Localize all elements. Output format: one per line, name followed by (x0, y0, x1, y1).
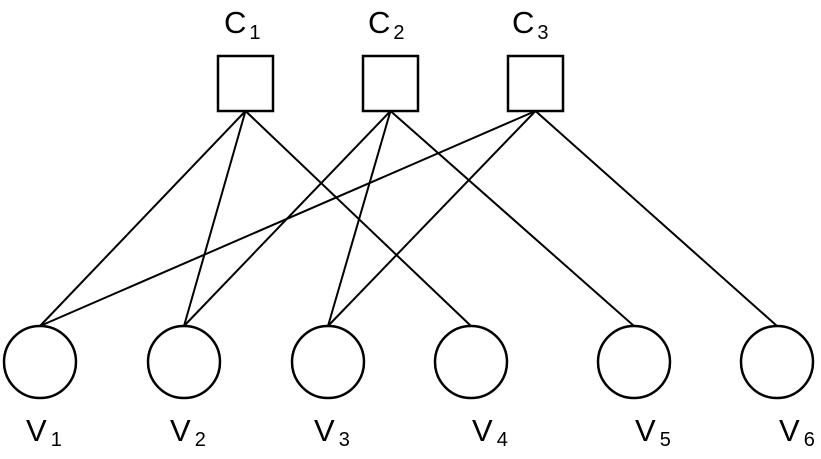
check-node-square (506, 54, 565, 113)
label-subscript: 6 (804, 429, 815, 451)
edge-c3-v1 (39, 110, 536, 327)
label-letter: V (472, 413, 493, 448)
label-subscript: 5 (660, 429, 671, 451)
label-subscript: 2 (195, 429, 206, 451)
edge-c3-v6 (534, 110, 778, 327)
check-node-square (216, 54, 275, 113)
label-letter: C (512, 5, 534, 40)
variable-node-circle (739, 324, 815, 400)
label-subscript: 4 (497, 429, 508, 451)
label-letter: V (635, 413, 656, 448)
check-node-square (361, 54, 420, 113)
label-letter: V (170, 413, 191, 448)
label-subscript: 2 (393, 22, 404, 44)
label-letter: V (779, 413, 800, 448)
edge-c2-v3 (327, 110, 392, 327)
edge-c3-v3 (327, 110, 537, 327)
label-subscript: 3 (537, 22, 548, 44)
variable-node-circle (146, 324, 222, 400)
label-letter: C (368, 5, 390, 40)
edge-c1-v1 (39, 110, 247, 327)
edges (39, 110, 778, 327)
label-letter: V (26, 413, 47, 448)
variable-node-circle (290, 324, 366, 400)
variable-node-circle (2, 324, 78, 400)
label-letter: C (224, 5, 246, 40)
label-subscript: 3 (339, 429, 350, 451)
label-subscript: 1 (51, 429, 62, 451)
variable-node-circle (596, 324, 672, 400)
label-subscript: 1 (249, 22, 260, 44)
label-letter: V (314, 413, 335, 448)
edge-c2-v5 (389, 110, 635, 327)
variable-node-circle (433, 324, 509, 400)
edge-c1-v2 (183, 110, 247, 327)
